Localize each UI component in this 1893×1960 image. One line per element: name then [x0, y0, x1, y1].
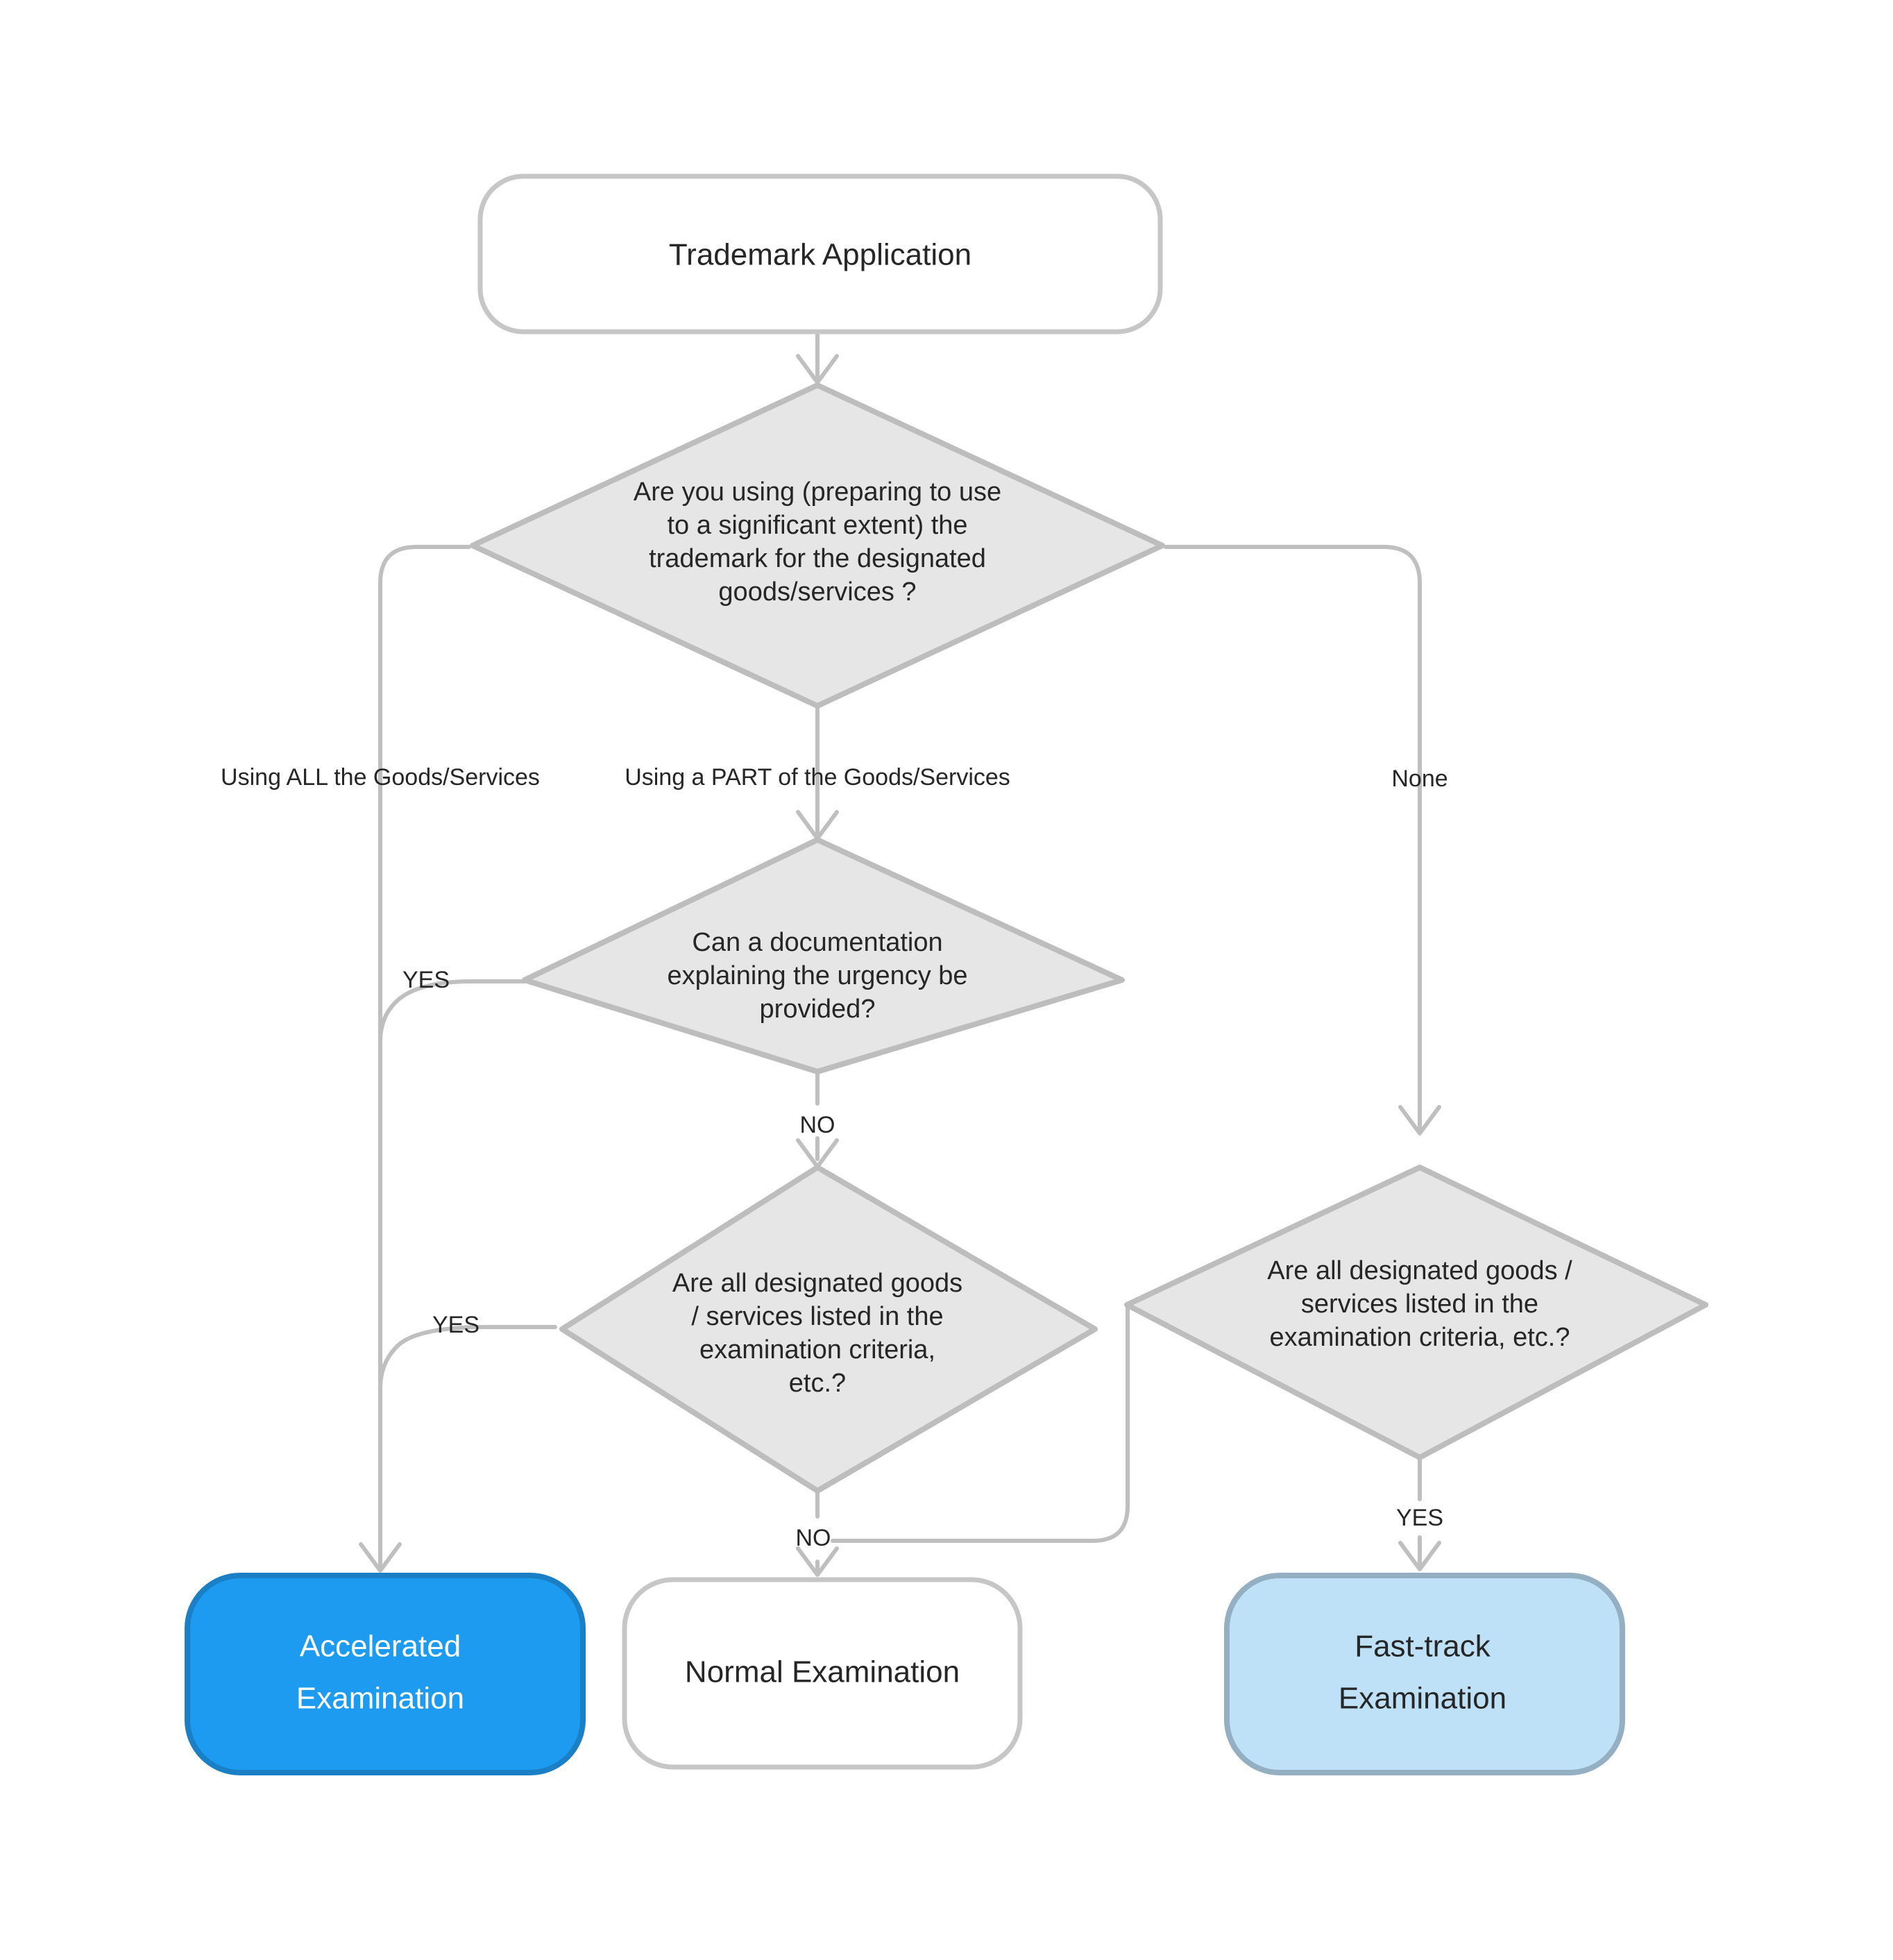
node-decision-criteria-right-line-3: examination criteria, etc.? — [1270, 1323, 1570, 1352]
edge-label-using-all: Using ALL the Goods/Services — [221, 764, 540, 791]
node-decision-urgency-line-3: provided? — [760, 995, 876, 1024]
node-trademark-application[interactable]: Trademark Application — [477, 174, 1163, 335]
edge-urgency-yes — [378, 979, 529, 1043]
node-decision-use[interactable]: Are you using (preparing to use to a sig… — [470, 382, 1165, 709]
node-decision-criteria-right-shape[interactable] — [1124, 1165, 1708, 1460]
node-decision-use-line-1: Are you using (preparing to use — [634, 478, 1001, 507]
node-decision-criteria-left-line-1: Are all designated goods — [672, 1269, 962, 1298]
node-outcome-normal[interactable]: Normal Examination — [622, 1577, 1023, 1770]
node-decision-urgency-shape[interactable] — [522, 837, 1125, 1074]
edge-label-urgency-no: NO — [800, 1112, 835, 1138]
node-outcome-accelerated-line-2: Examination — [296, 1682, 464, 1716]
edge-label-using-part: Using a PART of the Goods/Services — [625, 764, 1010, 791]
edge-label-criteria-left-no: NO — [796, 1525, 831, 1551]
edge-label-criteria-right-yes: YES — [1396, 1505, 1443, 1531]
edge-label-criteria-left-yes: YES — [432, 1312, 479, 1338]
node-decision-criteria-right[interactable]: Are all designated goods / services list… — [1124, 1165, 1708, 1460]
node-outcome-fasttrack-shape[interactable] — [1224, 1573, 1625, 1775]
node-decision-criteria-left[interactable]: Are all designated goods / services list… — [559, 1165, 1098, 1494]
edge-label-none: None — [1391, 766, 1448, 792]
edge-criteria-right-yes — [1398, 1455, 1441, 1571]
node-decision-criteria-right-line-1: Are all designated goods / — [1267, 1256, 1572, 1285]
node-decision-criteria-left-line-3: examination criteria, — [699, 1335, 935, 1365]
node-decision-criteria-left-shape[interactable] — [559, 1165, 1098, 1494]
node-outcome-normal-line-1: Normal Examination — [685, 1655, 960, 1689]
edge-using-all — [359, 545, 471, 1573]
node-outcome-accelerated-shape[interactable] — [185, 1573, 586, 1775]
edge-criteria-left-yes — [378, 1325, 557, 1390]
node-decision-criteria-right-line-2: services listed in the — [1301, 1290, 1538, 1319]
node-decision-urgency-line-1: Can a documentation — [692, 928, 942, 957]
node-trademark-application-label: Trademark Application — [669, 238, 971, 272]
node-trademark-application-shape[interactable] — [477, 174, 1163, 335]
node-decision-urgency[interactable]: Can a documentation explaining the urgen… — [522, 837, 1125, 1074]
node-decision-use-line-4: goods/services ? — [718, 577, 916, 607]
node-decision-use-line-3: trademark for the designated — [649, 544, 986, 573]
edge-criteria-left-no — [796, 1489, 839, 1577]
node-outcome-fasttrack[interactable]: Fast-track Examination — [1224, 1573, 1625, 1775]
node-outcome-normal-shape[interactable] — [622, 1577, 1023, 1770]
node-outcome-accelerated[interactable]: Accelerated Examination — [185, 1573, 586, 1775]
edge-label-urgency-yes: YES — [402, 967, 450, 993]
node-decision-use-line-2: to a significant extent) the — [667, 511, 967, 540]
edge-none — [1164, 545, 1441, 1135]
edge-criteria-right-no — [831, 1303, 1130, 1543]
node-outcome-accelerated-line-1: Accelerated — [300, 1630, 461, 1664]
edge-start-to-decision-use — [796, 330, 839, 385]
node-decision-criteria-left-line-2: / services listed in the — [691, 1302, 943, 1331]
node-decision-criteria-left-line-4: etc.? — [789, 1369, 846, 1398]
node-decision-urgency-line-2: explaining the urgency be — [667, 961, 967, 990]
node-outcome-fasttrack-line-2: Examination — [1339, 1682, 1506, 1716]
node-decision-use-shape[interactable] — [470, 382, 1165, 709]
node-outcome-fasttrack-line-1: Fast-track — [1355, 1630, 1491, 1664]
